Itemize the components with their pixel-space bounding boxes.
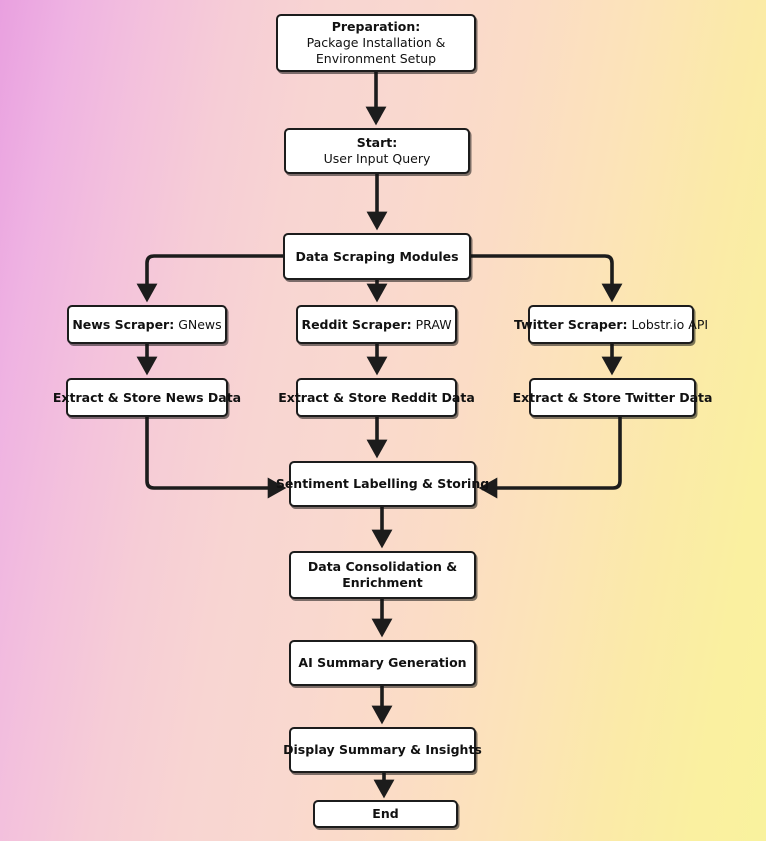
node-end-label: End	[372, 806, 399, 821]
edge-extract-news-to-sentiment	[145, 417, 287, 499]
node-twitter-scraper-source: Lobstr.io API	[627, 316, 709, 332]
edge-scraping-to-news	[136, 254, 283, 303]
node-twitter-scraper[interactable]: Twitter Scraper: Lobstr.io API	[514, 305, 708, 344]
node-extract-store-news-data[interactable]: Extract & Store News Data	[53, 378, 241, 417]
node-preparation-subtitle: Package Installation & Environment Setup	[306, 35, 446, 66]
node-reddit-scraper-source: PRAW	[411, 316, 452, 332]
node-extract-store-twitter-data-label: Extract & Store Twitter Data	[512, 389, 713, 405]
node-preparation-title: Preparation:	[331, 19, 421, 34]
node-start-title: Start:	[356, 135, 398, 150]
node-twitter-scraper-label: Twitter Scraper:	[513, 316, 628, 332]
node-ai-summary-generation-label: AI Summary Generation	[298, 655, 467, 670]
node-display-summary-label: Display Summary & Insights	[283, 742, 482, 757]
node-end[interactable]: End	[313, 800, 458, 828]
node-extract-store-twitter-data[interactable]: Extract & Store Twitter Data	[513, 378, 712, 417]
node-sentiment-labelling-label: Sentiment Labelling & Storing	[275, 476, 490, 491]
node-ai-summary-generation[interactable]: AI Summary Generation	[289, 640, 476, 686]
edge-scraping-to-twitter	[471, 254, 623, 303]
node-data-scraping-modules-label: Data Scraping Modules	[295, 248, 459, 264]
node-reddit-scraper[interactable]: Reddit Scraper: PRAW	[296, 305, 457, 344]
node-data-scraping-modules[interactable]: Data Scraping Modules	[283, 233, 471, 280]
node-start[interactable]: Start: User Input Query	[284, 128, 470, 174]
node-start-subtitle: User Input Query	[323, 151, 431, 166]
node-extract-store-news-data-label: Extract & Store News Data	[52, 389, 242, 405]
node-news-scraper-source: GNews	[174, 316, 222, 332]
edge-extract-twitter-to-sentiment	[478, 417, 622, 499]
node-sentiment-labelling-and-storing[interactable]: Sentiment Labelling & Storing	[276, 461, 489, 507]
node-news-scraper-label: News Scraper:	[72, 316, 175, 332]
node-data-consolidation-label: Data Consolidation & Enrichment	[307, 559, 458, 590]
node-display-summary-and-insights[interactable]: Display Summary & Insights	[283, 727, 482, 773]
node-data-consolidation-and-enrichment[interactable]: Data Consolidation & Enrichment	[289, 551, 476, 599]
node-extract-store-reddit-data-label: Extract & Store Reddit Data	[278, 389, 475, 405]
node-news-scraper[interactable]: News Scraper: GNews	[67, 305, 227, 344]
node-preparation[interactable]: Preparation: Package Installation & Envi…	[276, 14, 476, 72]
node-reddit-scraper-label: Reddit Scraper:	[301, 316, 412, 332]
node-extract-store-reddit-data[interactable]: Extract & Store Reddit Data	[278, 378, 475, 417]
